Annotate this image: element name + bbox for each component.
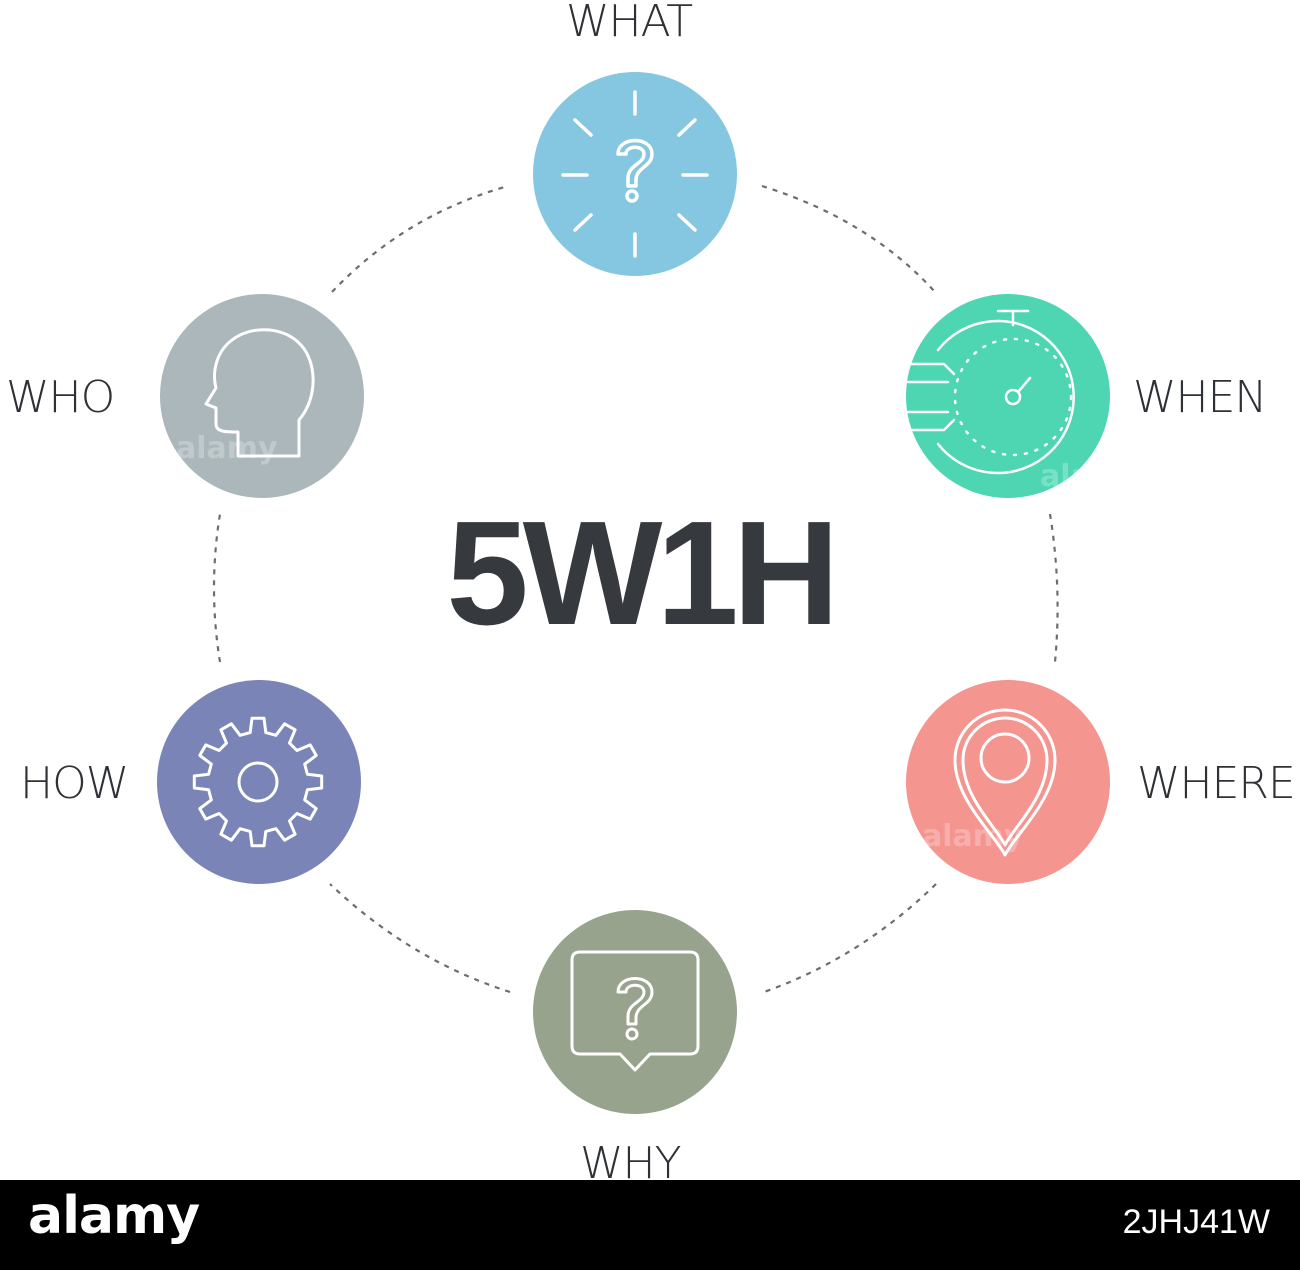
node-how-circle (157, 680, 361, 884)
connector-how-who (212, 513, 222, 663)
stopwatch-icon (906, 309, 1075, 475)
label-when: WHEN (1133, 372, 1267, 423)
label-who: WHO (6, 372, 115, 423)
label-how: HOW (20, 762, 129, 806)
node-how (157, 680, 361, 884)
watermark-logo: alamy (28, 1186, 200, 1246)
diagram-title: 5W1H (446, 491, 839, 656)
node-what (533, 72, 737, 276)
connector-why-how (329, 883, 511, 994)
node-what-circle (533, 72, 737, 276)
connector-where-why (763, 883, 937, 994)
watermark-trace: alamy (1040, 459, 1142, 494)
watermark-traces: alamy alamy alamy (176, 431, 1142, 854)
dashed-connectors (212, 184, 1059, 994)
gear-icon (192, 716, 324, 848)
watermark-bar (0, 1180, 1300, 1270)
watermark-image-id: 2JHJ41W (1122, 1203, 1270, 1241)
question-bubble-icon (570, 950, 700, 1072)
map-pin-icon (953, 708, 1057, 857)
node-who-circle (160, 294, 364, 498)
connector-what-when (761, 184, 936, 293)
node-why (533, 910, 737, 1114)
node-where (906, 680, 1110, 884)
node-when (906, 294, 1110, 498)
label-why: WHY (580, 1138, 681, 1189)
connector-who-what (331, 184, 509, 293)
head-icon (204, 328, 315, 458)
node-when-circle (906, 294, 1110, 498)
question-burst-icon (561, 90, 709, 258)
node-why-circle (533, 910, 737, 1114)
watermark-trace: alamy (176, 431, 278, 466)
connector-when-where (1048, 513, 1059, 663)
label-what: WHAT (566, 0, 693, 47)
node-who (160, 294, 364, 498)
watermark-trace: alamy (922, 819, 1024, 854)
label-where: WHERE (1137, 758, 1296, 809)
